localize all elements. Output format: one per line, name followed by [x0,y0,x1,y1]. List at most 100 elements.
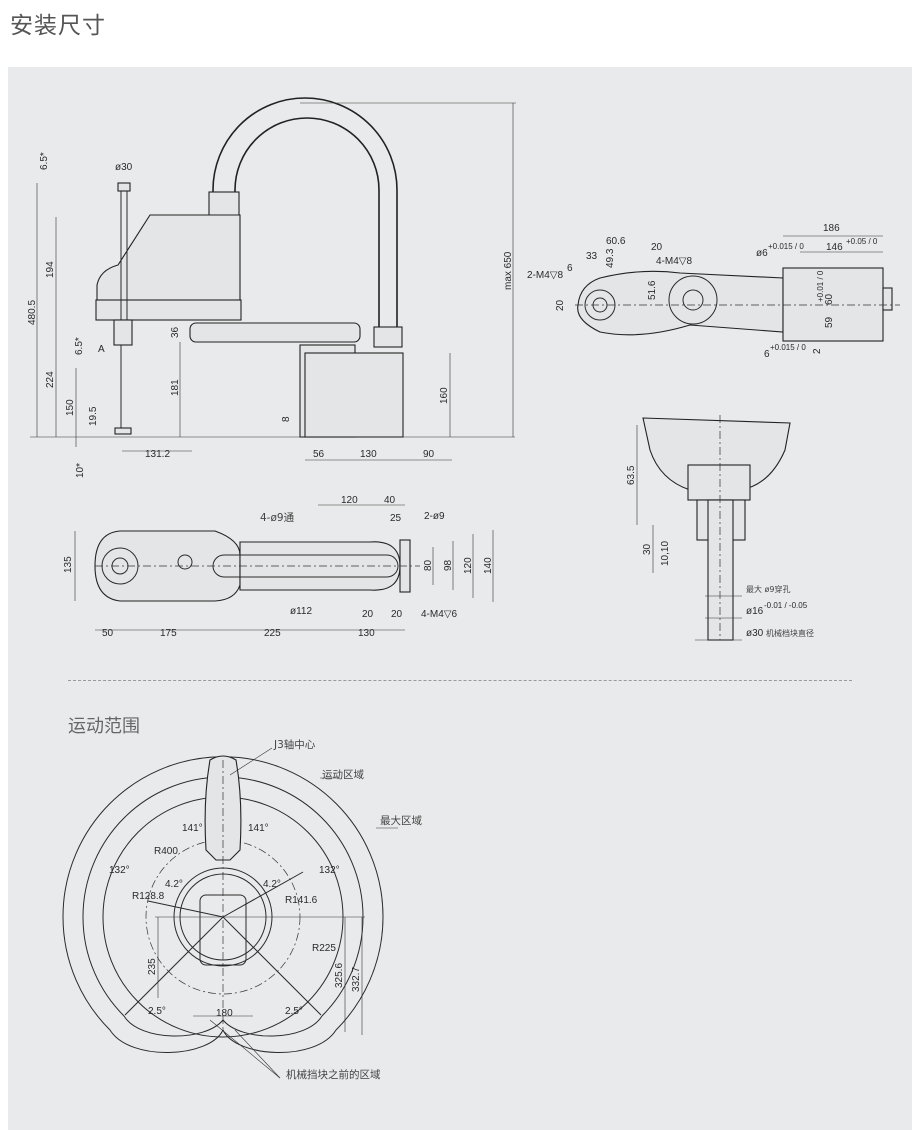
dim-label: 130 [358,628,375,639]
dim-label: ø30 [115,162,133,173]
dim-label: 20 [362,609,374,620]
dim-label: 2.5° [148,1006,166,1017]
dim-label: 135 [63,556,74,573]
dim-label: 4.2° [165,879,183,890]
arm-top-view [575,235,900,342]
dim-label: ø6 [756,248,768,259]
dim-label: 10,10 [660,541,671,566]
dim-label: 141° [182,823,203,834]
cable-duct-inner [234,117,380,330]
dim-label: 6 [764,349,770,360]
flange-view [636,415,791,641]
dim-label: 4.2° [263,879,281,890]
dim-label: 59 [824,316,835,328]
dim-label: 98 [443,559,454,571]
dim-label: 130 [360,449,377,460]
dim-label: 180 [216,1008,233,1019]
cable-connector-base [373,326,403,348]
dim-label: ø16 [746,606,764,617]
base-top-view-dimensions: 120 40 25 2-ø9 4-ø9通 135 80 98 120 140 ø… [63,495,494,639]
dim-label: 140 [483,557,494,574]
page-title: 安装尺寸 [10,13,106,39]
dim-label: R225 [312,943,336,954]
j3-center-label: J3轴中心 [273,738,316,751]
side-view [30,97,516,461]
dim-label: 325.6 [334,963,345,988]
dim-label: 4-M4▽8 [656,256,692,267]
dim-label: max 650 [503,251,514,290]
dim-label: 141° [248,823,269,834]
dim-label: 120 [463,557,474,574]
dim-label: 6.5* [39,152,50,170]
motion-range-labels: J3轴中心 运动区域 最大区域 R400 141° 141° 132° 132°… [109,738,422,1081]
dim-label: 63.5 [626,465,637,485]
dim-label: 6.5* [74,337,85,355]
dim-label: 2.5° [285,1006,303,1017]
cable-connector-top [208,191,240,218]
shaft-spline [113,319,133,346]
dim-tolerance: +0.05 / 0 [846,237,878,246]
dim-tolerance: +0.015 / 0 [770,343,806,352]
side-view-dimensions: 6.5* ø30 194 480.5 224 6.5* A 150 19.5 1… [27,152,514,478]
dim-label: 8 [281,416,292,422]
dim-label: 20 [391,609,403,620]
dim-label: R400 [154,846,178,857]
dim-label: 2-M4▽8 [527,270,563,281]
dim-label: ø30 [746,628,764,639]
dim-label: 90 [423,449,435,460]
max-area-label: 最大区域 [380,814,422,827]
dim-label: 4-ø9通 [260,512,295,524]
motion-range-diagram [62,747,398,1079]
dim-tolerance: -0.01 / -0.05 [764,601,808,610]
arm-2 [189,322,361,343]
dim-label: 51.6 [647,280,658,300]
motion-area-label: 运动区域 [322,768,364,781]
shaft-top [117,182,131,192]
dim-label: 175 [160,628,177,639]
dim-label: 146 [826,242,843,253]
dim-label: 181 [170,379,181,396]
dim-tolerance: +0.01 / 0 [816,270,825,302]
dim-tolerance: +0.015 / 0 [768,242,804,251]
base-box [304,352,404,438]
motion-range-title: 运动范围 [68,716,140,737]
base-top-view [74,504,494,631]
dim-label: 25 [390,513,402,524]
dim-label: 50 [102,628,114,639]
dim-label: 40 [384,495,396,506]
dim-label: 80 [423,559,434,571]
dim-label: 49.3 [605,248,616,268]
dim-label: 120 [341,495,358,506]
dim-label: R128.8 [132,891,165,902]
dim-label: 150 [65,399,76,416]
dim-label: 132° [109,865,130,876]
dim-label: 235 [147,958,158,975]
cable-duct-outer [212,97,398,330]
dim-label: A [98,344,105,355]
dim-label: 6 [567,263,573,274]
body-band [95,299,242,321]
dim-label: 30 [642,543,653,555]
upper-body [96,214,241,321]
stopper-diameter-label: 机械档块直径 [766,628,814,638]
dim-label: 131.2 [145,449,170,460]
dim-label: 225 [264,628,281,639]
section-divider [68,680,852,681]
through-hole-label: 最大 ø9穿孔 [746,584,791,594]
dim-label: 36 [170,326,181,338]
dim-label: 60.6 [606,236,626,247]
flange-view-dimensions: 63.5 30 10,10 最大 ø9穿孔 ø16 -0.01 / -0.05 … [626,465,814,639]
dim-label: 160 [439,387,450,404]
dim-label: ø112 [290,606,312,617]
dim-label: 56 [313,449,325,460]
dim-label: 19.5 [88,406,99,426]
dim-label: 480.5 [27,300,38,325]
dim-label: 60 [824,293,835,305]
dim-label: 20 [651,242,663,253]
dim-label: R141.6 [285,895,318,906]
dim-label: 224 [45,371,56,388]
dim-label: 4-M4▽6 [421,609,457,620]
dim-label: 33 [586,251,598,262]
arm-top-view-dimensions: 186 146 +0.05 / 0 ø6 +0.015 / 0 60.6 20 … [527,223,878,360]
